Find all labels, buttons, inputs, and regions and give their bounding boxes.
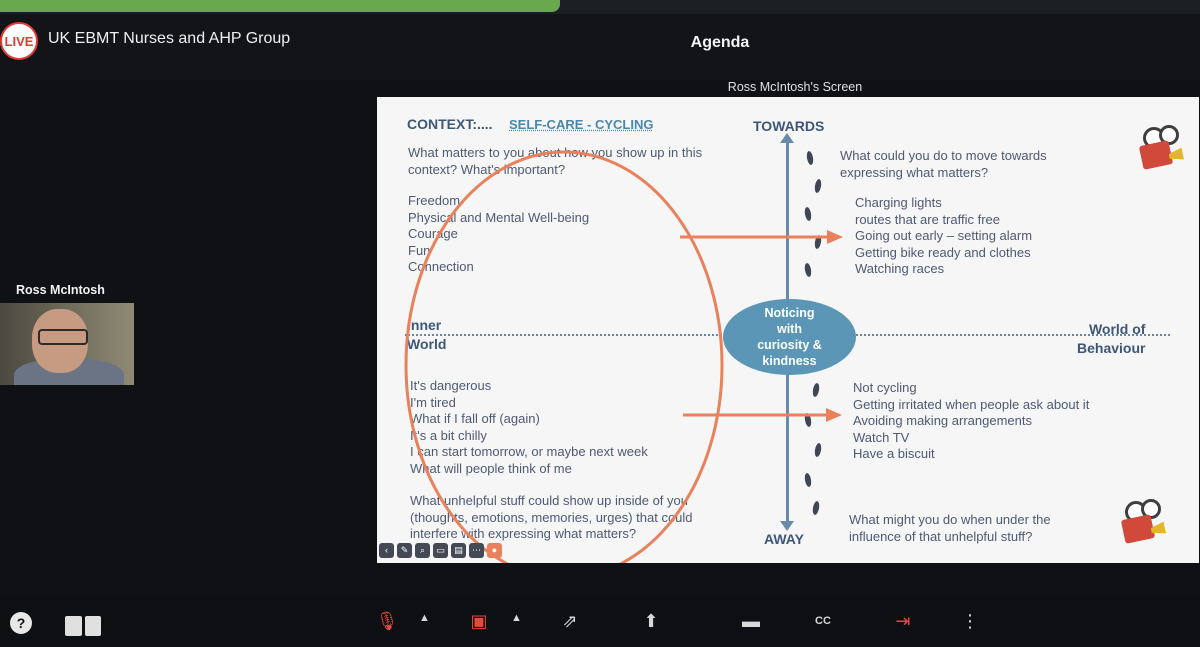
camera-options-caret-icon[interactable]: ▲ bbox=[511, 612, 522, 624]
layout-pane-icon bbox=[84, 616, 101, 636]
camera-off-icon[interactable]: ▣ bbox=[470, 610, 488, 631]
inner-world-label: Inner World bbox=[407, 317, 447, 352]
participant-video-tile[interactable] bbox=[0, 303, 134, 385]
away-actions-list: Not cycling Getting irritated when peopl… bbox=[853, 380, 1090, 461]
screen-share-label: Ross McIntosh's Screen bbox=[727, 80, 863, 94]
top-progress-strip bbox=[0, 0, 1200, 14]
camera-body-icon bbox=[1120, 514, 1156, 544]
raise-hand-icon[interactable]: ⬆ bbox=[643, 610, 659, 631]
more-icon[interactable]: ⋯ bbox=[469, 543, 484, 558]
context-label: CONTEXT:.... bbox=[407, 116, 493, 132]
towards-actions-list: Charging lights routes that are traffic … bbox=[855, 195, 1033, 276]
zoom-icon[interactable]: ⌕ bbox=[415, 543, 430, 558]
participant-glasses bbox=[38, 329, 88, 345]
towards-label: TOWARDS bbox=[753, 118, 825, 134]
move-towards-question: What could you do to move towards expres… bbox=[840, 148, 1047, 180]
film-camera-icon bbox=[1117, 499, 1169, 551]
context-value: SELF-CARE - CYCLING bbox=[509, 117, 654, 132]
what-matters-list: Freedom Physical and Mental Well-being C… bbox=[408, 193, 590, 274]
meeting-title: UK EBMT Nurses and AHP Group bbox=[48, 30, 291, 47]
camera-body-icon bbox=[1138, 140, 1174, 170]
leave-icon[interactable]: ⇥ bbox=[895, 610, 911, 631]
live-badge: LIVE bbox=[0, 22, 38, 60]
captions-icon[interactable]: CC bbox=[815, 615, 831, 627]
mic-options-caret-icon[interactable]: ▲ bbox=[419, 612, 430, 624]
help-button[interactable]: ? bbox=[10, 612, 32, 634]
slides-icon[interactable]: ▤ bbox=[451, 543, 466, 558]
noticing-text: Noticing with curiosity & kindness bbox=[757, 306, 822, 368]
annotation-layer bbox=[404, 150, 843, 563]
pen-icon[interactable]: ✎ bbox=[397, 543, 412, 558]
meeting-control-bar bbox=[0, 595, 1200, 647]
annotation-ellipse bbox=[404, 150, 724, 563]
film-camera-icon bbox=[1135, 125, 1187, 177]
mic-muted-icon[interactable]: 🎙 bbox=[375, 610, 399, 631]
chat-icon[interactable]: ▬ bbox=[742, 610, 760, 631]
axis-arrow-up bbox=[780, 133, 794, 143]
away-label: AWAY bbox=[764, 531, 804, 547]
noticing-bubble: Noticing with curiosity & kindness bbox=[723, 299, 856, 375]
axis-arrow-down bbox=[780, 521, 794, 531]
cc-icon[interactable]: ▭ bbox=[433, 543, 448, 558]
under-influence-question: What might you do when under the influen… bbox=[849, 512, 1051, 544]
meeting-header bbox=[0, 14, 1200, 80]
back-icon[interactable]: ‹ bbox=[379, 543, 394, 558]
live-indicator-bar bbox=[0, 0, 560, 12]
pointer-icon[interactable]: ● bbox=[487, 543, 502, 558]
slide-toolbar: ‹ ✎ ⌕ ▭ ▤ ⋯ ● bbox=[379, 543, 502, 558]
participant-name: Ross McIntosh bbox=[16, 283, 105, 297]
layout-pane-icon bbox=[65, 616, 82, 636]
unhelpful-thoughts-list: It's dangerous I'm tired What if I fall … bbox=[410, 378, 648, 476]
world-of-behaviour-label: World of Behaviour bbox=[1077, 321, 1146, 356]
more-vertical-icon[interactable]: ⋮ bbox=[961, 610, 979, 631]
annotation-arrowhead-top bbox=[827, 230, 843, 244]
share-screen-icon[interactable]: ⇗ bbox=[562, 610, 578, 631]
layout-button[interactable] bbox=[65, 616, 101, 636]
shared-slide: CONTEXT:.... SELF-CARE - CYCLING TOWARDS… bbox=[377, 97, 1199, 563]
what-matters-question: What matters to you about how you show u… bbox=[408, 145, 703, 177]
agenda-title[interactable]: Agenda bbox=[690, 34, 750, 51]
annotation-arrowhead-bottom bbox=[826, 408, 842, 422]
